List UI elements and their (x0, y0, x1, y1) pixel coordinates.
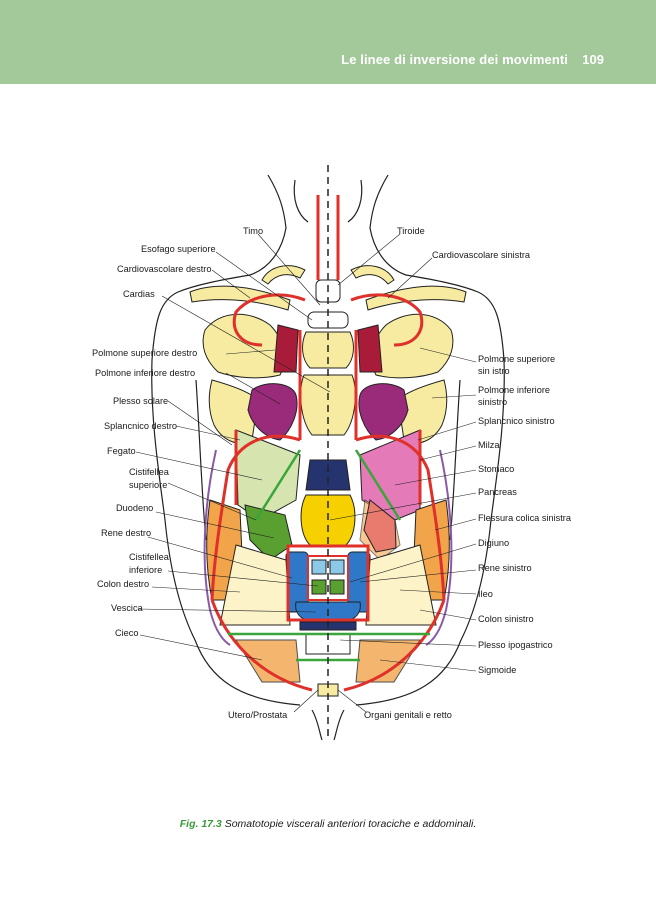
label-splancnico-sinistro: Splancnico sinistro (478, 416, 555, 426)
label-duodeno: Duodeno (116, 503, 153, 513)
label-digiuno: Digiuno (478, 538, 509, 548)
label-polmone-superiore-sinistro-2: sin istro (478, 366, 510, 376)
label-stomaco: Stomaco (478, 464, 514, 474)
label-timo: Timo (243, 226, 263, 236)
label-cistifellea-superiore-2: superiore (129, 480, 167, 490)
label-fegato: Fegato (107, 446, 136, 456)
caption-text: Somatotopie viscerali anteriori toracich… (224, 818, 477, 830)
liver (235, 429, 301, 561)
label-polmone-inferiore-sinistro-1: Polmone inferiore (478, 385, 550, 395)
clavicles (189, 265, 467, 311)
label-flessura-colica-sinistra: Flessura colica sinistra (478, 513, 572, 523)
label-splancnico-destro: Splancnico destro (104, 421, 177, 431)
arteries (210, 195, 446, 692)
label-pancreas: Pancreas (478, 487, 517, 497)
label-polmone-inferiore-sinistro-2: sinistro (478, 397, 507, 407)
header-band (0, 0, 656, 84)
lungs (202, 313, 454, 444)
label-colon-destro: Colon destro (97, 579, 149, 589)
label-plesso-ipogastrico: Plesso ipogastrico (478, 640, 553, 650)
label-cistifellea-inferiore-1: Cistifellea (129, 552, 170, 562)
label-plesso-solare: Plesso solare (113, 396, 168, 406)
caption-figure-number: Fig. 17.3 (179, 818, 222, 830)
label-polmone-superiore-sinistro-1: Polmone superiore (478, 354, 555, 364)
label-rene-sinistro: Rene sinistro (478, 563, 532, 573)
chapter-title: Le linee di inversione dei movimenti (341, 52, 568, 67)
label-milza: Milza (478, 440, 500, 450)
label-polmone-superiore-destro: Polmone superiore destro (92, 348, 197, 358)
label-cardiovascolare-sinistra: Cardiovascolare sinistra (432, 250, 531, 260)
label-organi-genitali: Organi genitali e retto (364, 710, 452, 720)
upper-organs-purple (247, 383, 409, 441)
label-cardias: Cardias (123, 289, 155, 299)
label-ileo: Ileo (478, 589, 493, 599)
label-polmone-inferiore-destro: Polmone inferiore destro (95, 368, 195, 378)
label-cistifellea-superiore-1: Cistifellea (129, 467, 170, 477)
labels: Timo Tiroide Esofago superiore Cardiovas… (92, 226, 572, 720)
page-number: 109 (582, 52, 604, 67)
label-rene-destro: Rene destro (101, 528, 151, 538)
label-tiroide: Tiroide (397, 226, 425, 236)
label-cistifellea-inferiore-2: inferiore (129, 565, 162, 575)
figure-caption: Fig. 17.3 Somatotopie viscerali anterior… (0, 818, 656, 830)
label-esofago-superiore: Esofago superiore (141, 244, 216, 254)
label-colon-sinistro: Colon sinistro (478, 614, 534, 624)
label-vescica: Vescica (111, 603, 144, 613)
label-sigmoide: Sigmoide (478, 665, 516, 675)
leader-lines (135, 233, 477, 713)
label-cardiovascolare-destro: Cardiovascolare destro (117, 264, 211, 274)
label-utero-prostata: Utero/Prostata (228, 710, 288, 720)
label-cieco: Cieco (115, 628, 139, 638)
